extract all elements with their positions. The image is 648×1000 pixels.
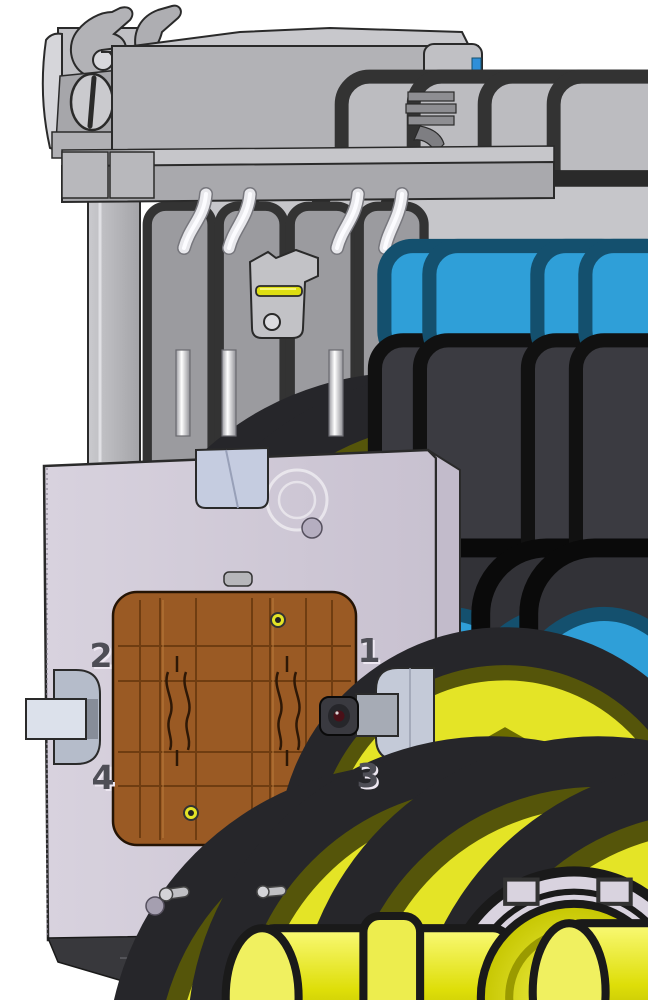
support-column-left <box>87 195 141 465</box>
pilot-hole <box>301 517 323 539</box>
cavity-label-4-shadow: 4 <box>94 760 117 799</box>
tube <box>222 187 257 255</box>
end-bracket-fins <box>405 91 457 153</box>
pneumatic-tubes-upper <box>177 187 409 255</box>
ejector-pins <box>145 885 287 916</box>
valve-terminal <box>101 26 648 1000</box>
manifold-mounting-bar <box>61 145 648 981</box>
side-latch-right <box>319 667 648 1000</box>
cavity-label-4: 4 <box>92 758 115 797</box>
center-bracket <box>248 248 319 339</box>
valve-manifold-assembly <box>41 4 648 1000</box>
cavity-label-1: 1 <box>358 631 381 670</box>
cavity-label-3: 3 <box>357 756 380 795</box>
cavity-label-2: 2 <box>90 636 113 675</box>
yellow-pin <box>255 285 303 297</box>
tube <box>378 187 409 255</box>
top-center-bracket <box>195 446 648 1000</box>
cavity-label-2-shadow: 2 <box>92 638 115 677</box>
cavity-label-1-shadow: 1 <box>360 633 383 672</box>
cavity-label-3-shadow: 3 <box>359 758 382 797</box>
core-pull-fitting <box>319 696 359 736</box>
tube <box>177 187 213 255</box>
latch-tab <box>355 693 399 737</box>
machined-ring <box>277 480 317 520</box>
tube <box>330 187 365 255</box>
cavity-numbers: 2 2 1 1 4 4 3 3 <box>90 631 383 799</box>
clamp-tongue <box>223 571 253 587</box>
side-latch-left <box>25 669 612 1000</box>
s-curve-slots <box>165 656 301 766</box>
latch-tab <box>25 698 87 740</box>
